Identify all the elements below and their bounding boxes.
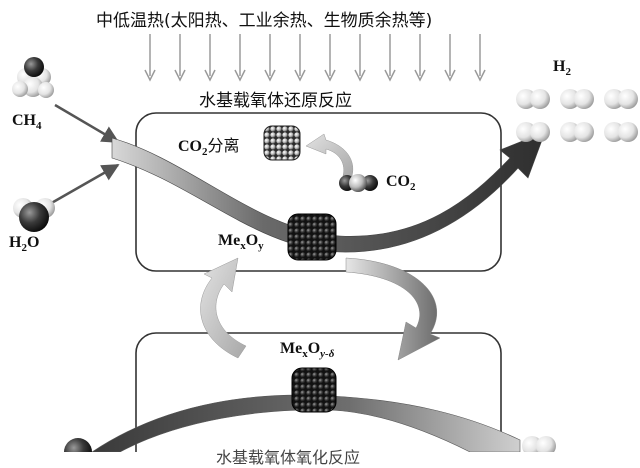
hydrogen-molecule-icon xyxy=(522,436,556,452)
oxidation-title-partial: 水基载氧体氧化反应 xyxy=(216,448,361,467)
metal-oxide-cluster-icon xyxy=(291,367,337,413)
cycle-up-arrow xyxy=(200,257,247,359)
metal-oxide-cluster-icon xyxy=(263,125,301,161)
oxidation-reactor-box xyxy=(135,332,502,452)
co2-separation-arrow xyxy=(305,133,354,177)
cycle-down-arrow xyxy=(345,257,441,361)
ch4-label: CH4 xyxy=(12,112,42,133)
heat-source-title: 中低温热(太阳热、工业余热、生物质余热等) xyxy=(96,11,433,31)
oxidation-flow-arrow xyxy=(91,394,521,452)
ch4-inlet-arrow xyxy=(54,103,120,144)
heat-arrows xyxy=(144,33,486,82)
water-molecule-icon xyxy=(64,438,92,452)
mexoy-delta-label: MexOy-δ xyxy=(280,340,335,361)
diagram-graphics xyxy=(12,33,638,452)
co2-separation-label: CO2分离 xyxy=(178,136,240,159)
reduction-reactor-box xyxy=(135,112,502,272)
hydrogen-molecule-icon xyxy=(516,89,638,142)
reaction-title: 水基载氧体还原反应 xyxy=(199,91,352,111)
mexoy-label: MexOy xyxy=(218,232,264,253)
water-molecule-icon xyxy=(13,198,55,232)
metal-oxide-cluster-icon xyxy=(287,213,337,261)
h2-label: H2 xyxy=(553,58,571,79)
diagram-canvas: 中低温热(太阳热、工业余热、生物质余热等) 水基载氧体还原反应 CH4 H2O … xyxy=(9,11,638,467)
h2o-inlet-arrow xyxy=(47,163,120,207)
methane-molecule-icon xyxy=(12,57,54,98)
co2-label: CO2 xyxy=(386,173,416,194)
co2-molecule-icon xyxy=(339,174,378,192)
reduction-flow-arrow xyxy=(111,131,546,253)
h2o-label: H2O xyxy=(9,234,40,255)
